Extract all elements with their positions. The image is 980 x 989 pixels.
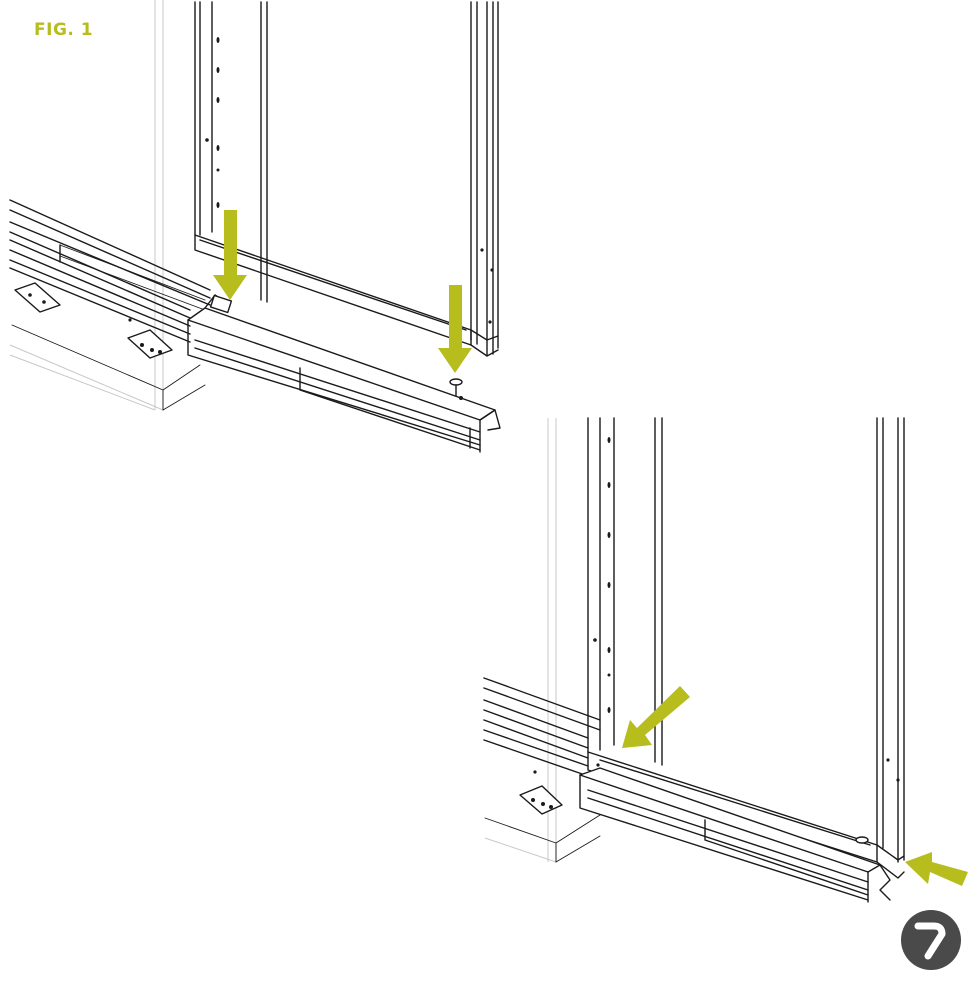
cabinet-base-panel-top <box>11 324 206 411</box>
top-assembly-step <box>9 0 501 453</box>
arrow-down-icon <box>438 285 472 373</box>
allen-key-icon <box>901 910 961 970</box>
vertical-frame-bottom <box>587 417 905 863</box>
ghost-cabinet-bottom <box>484 418 557 863</box>
drawer-runner-top <box>9 199 501 453</box>
arrow-down-icon <box>213 210 247 300</box>
figure-label: FIG. 1 <box>34 20 94 40</box>
frame-crossbar-top <box>194 234 499 357</box>
arrow-diagonal-icon <box>905 852 968 886</box>
cabinet-base-panel-bottom <box>484 814 601 863</box>
bottom-assembly-step <box>483 417 968 903</box>
arrow-diagonal-icon <box>622 686 690 748</box>
vertical-frame-top <box>194 1 499 357</box>
drawer-runner-bottom <box>483 677 891 903</box>
